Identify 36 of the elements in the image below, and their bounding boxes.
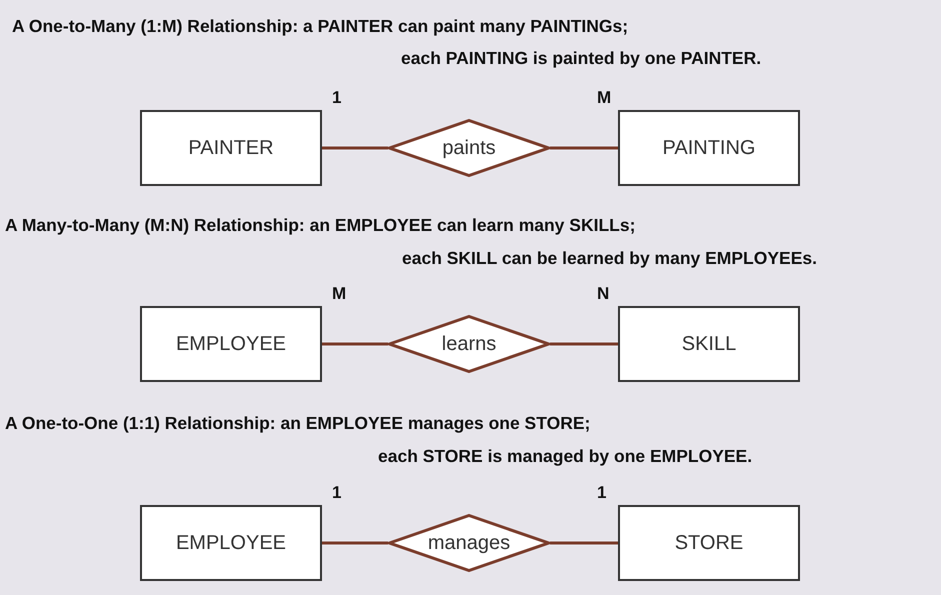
entity-name: PAINTING [662,136,756,160]
cardinality-label: 1 [597,483,606,503]
entity-name: EMPLOYEE [176,332,286,356]
entity-box [618,110,800,186]
relationship-heading: A One-to-One (1:1) Relationship: an EMPLOYEE manages one STORE; [5,413,590,434]
entity-name: PAINTER [188,136,274,160]
relationship-description: each PAINTING is painted by one PAINTER. [401,48,762,69]
connector-line [550,146,618,150]
cardinality-label: N [597,284,610,304]
relationship-description: each STORE is managed by one EMPLOYEE. [378,446,752,467]
relationship-name: manages [428,532,510,554]
cardinality-label: M [597,88,612,108]
entity-box [140,110,322,186]
relationship-name: paints [442,136,496,160]
connector-line [322,342,388,346]
connector-line [550,542,618,544]
entity-box [140,505,322,581]
cardinality-label: 1 [332,88,342,108]
relationship-diamond [388,315,550,373]
connector-line [322,146,388,150]
cardinality-label: M [332,284,346,304]
relationship-diamond [388,514,550,572]
entity-box [618,306,800,382]
entity-box [140,306,322,382]
entity-name: EMPLOYEE [176,532,286,554]
relationship-diamond [388,119,550,177]
relationship-name: learns [442,332,496,356]
connector-line [322,542,388,544]
entity-box [618,505,800,581]
connector-line [550,342,618,346]
relationship-heading: A Many-to-Many (M:N) Relationship: an EMPLOYEE can learn many SKILLs; [5,215,636,236]
entity-name: SKILL [682,332,736,356]
relationship-heading: A One-to-Many (1:M) Relationship: a PAINTER can paint many PAINTINGs; [12,16,628,37]
entity-name: STORE [674,532,744,554]
relationship-description: each SKILL can be learned by many EMPLOYEEs. [402,248,817,269]
cardinality-label: 1 [332,483,342,503]
